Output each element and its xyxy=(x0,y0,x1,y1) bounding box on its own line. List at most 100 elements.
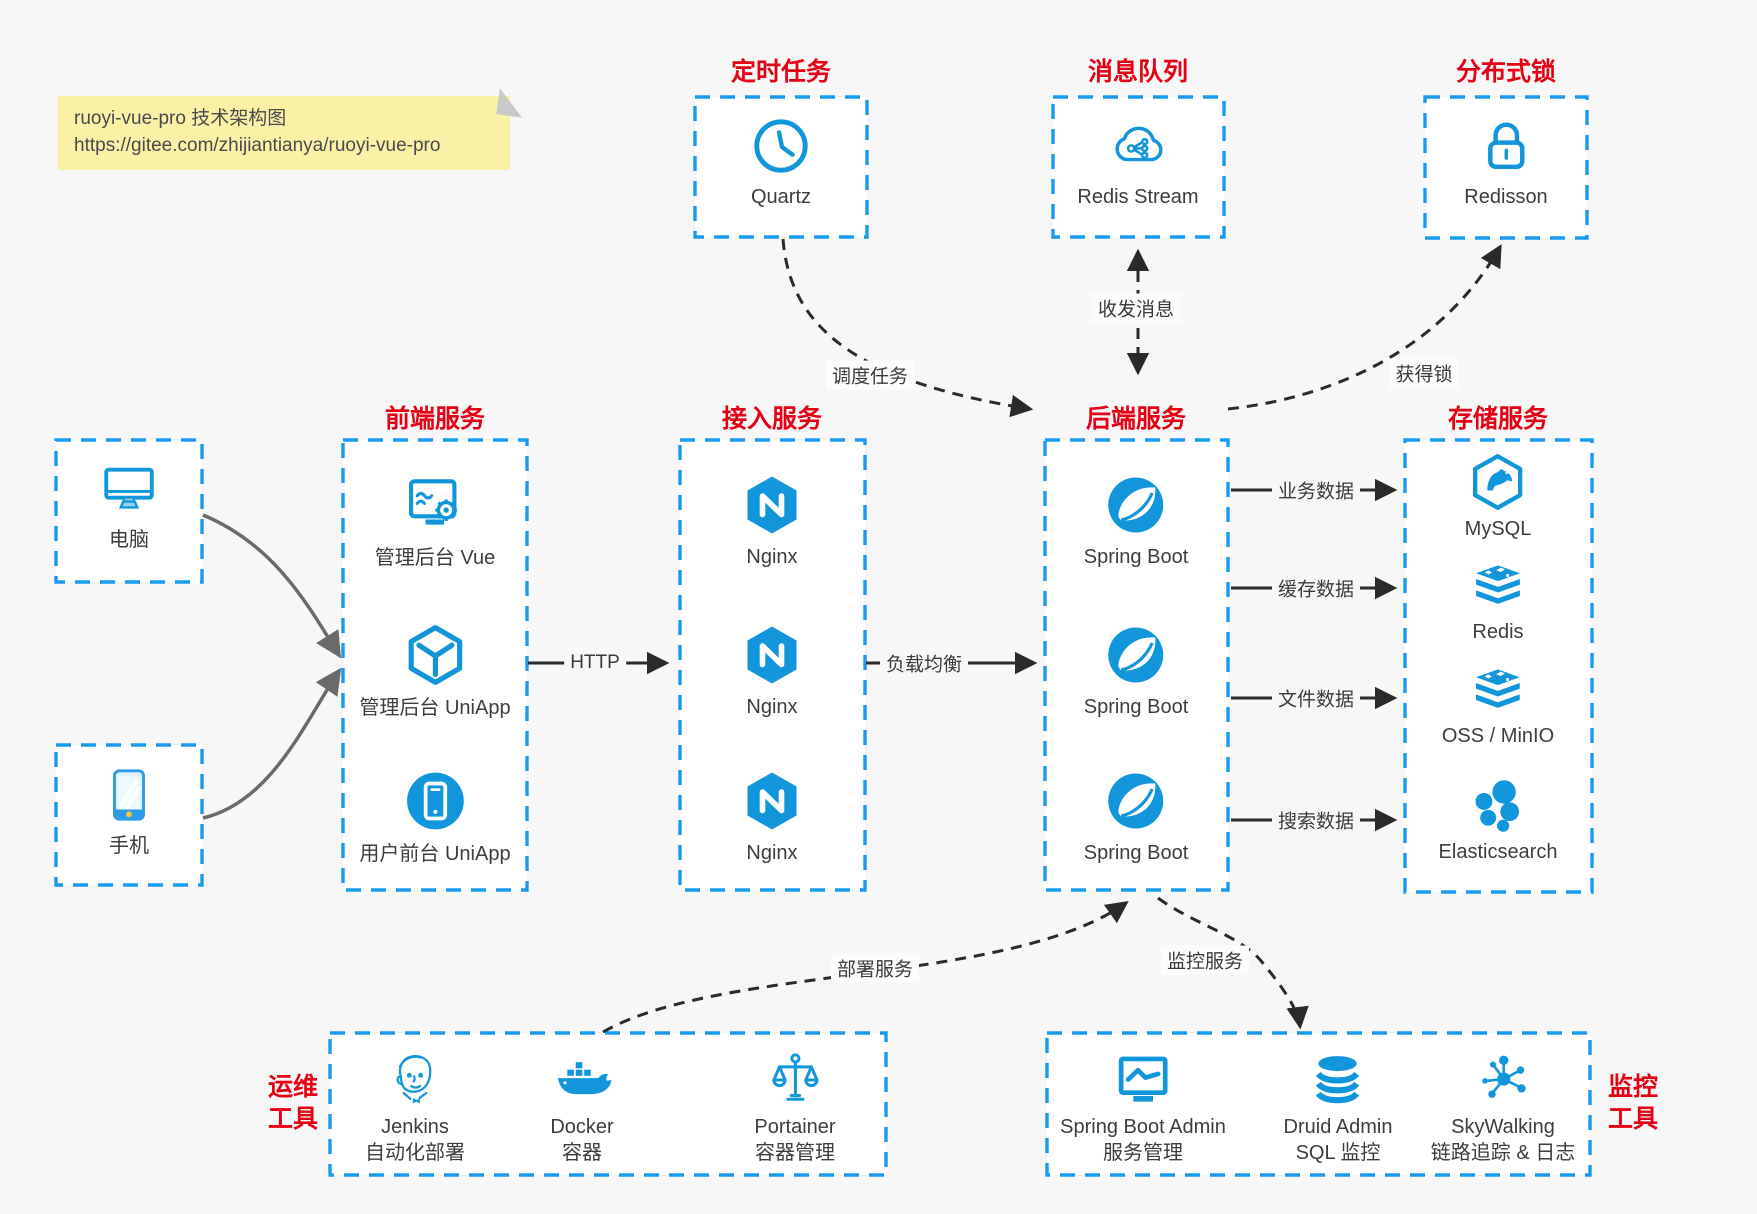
node-quartz: Quartz xyxy=(750,115,812,210)
mobile-to-frontend-arrow xyxy=(202,667,342,820)
title-backend: 后端服务 xyxy=(1085,405,1187,433)
pc-box xyxy=(54,438,204,584)
node-pc: 电脑 xyxy=(98,458,160,553)
elasticsearch-icon xyxy=(1468,777,1528,837)
node-springboot-admin: Spring Boot Admin 服务管理 xyxy=(1060,1050,1226,1166)
storage-stack-icon xyxy=(1470,665,1526,721)
node-springboot-3: Spring Boot xyxy=(1083,769,1189,866)
pc-to-frontend-arrow xyxy=(202,513,342,659)
node-redis: Redis xyxy=(1470,561,1526,645)
storage-box xyxy=(1403,438,1594,894)
node-label: Spring Boot xyxy=(1083,842,1189,864)
acquire-lock-arrow xyxy=(1227,244,1502,411)
node-label: Redisson xyxy=(1464,186,1548,208)
title-access: 接入服务 xyxy=(721,405,823,433)
edge-label-business-data: 业务数据 xyxy=(1271,475,1361,505)
uniapp-cube-icon xyxy=(402,622,468,688)
node-admin-vue: 管理后台 Vue xyxy=(375,472,495,571)
node-label: Redis xyxy=(1472,621,1524,643)
node-label: Spring Boot xyxy=(1083,546,1189,568)
node-sublabel: 服务管理 xyxy=(1103,1142,1183,1164)
nginx-icon xyxy=(740,769,804,833)
node-elasticsearch: Elasticsearch xyxy=(1438,777,1558,865)
node-label: Docker xyxy=(550,1116,614,1138)
edge-label-deploy-service: 部署服务 xyxy=(830,953,920,983)
node-label: 手机 xyxy=(109,835,149,857)
spring-icon xyxy=(1104,473,1168,537)
node-redisson: Redisson xyxy=(1464,115,1548,210)
node-label: Redis Stream xyxy=(1077,186,1199,208)
note-title: ruoyi-vue-pro 技术架构图 xyxy=(74,108,287,129)
monitor-side-label: 监控 工具 xyxy=(1607,1073,1659,1133)
node-label: 电脑 xyxy=(109,529,149,551)
node-sublabel: 容器 xyxy=(561,1142,602,1164)
note-url: https://gitee.com/zhijiantianya/ruoyi-vu… xyxy=(74,135,441,156)
node-druid-admin: Druid Admin SQL 监控 xyxy=(1283,1050,1393,1166)
node-mysql: MySQL xyxy=(1465,452,1531,542)
cloud-stream-icon xyxy=(1107,115,1169,177)
edge-label-search-data: 搜索数据 xyxy=(1271,805,1361,835)
node-label: OSS / MinIO xyxy=(1441,725,1555,747)
docker-icon xyxy=(552,1050,612,1110)
mysql-icon xyxy=(1468,452,1528,512)
edge-label-monitor-service: 监控服务 xyxy=(1160,945,1250,975)
node-sublabel: 自动化部署 xyxy=(365,1142,465,1164)
spring-icon xyxy=(1104,623,1168,687)
scales-icon xyxy=(765,1050,825,1110)
node-label: 管理后台 Vue xyxy=(374,547,496,569)
node-oss-minio: OSS / MinIO xyxy=(1442,665,1554,749)
node-user-uniapp: 用户前台 UniApp xyxy=(359,768,511,867)
node-label: Nginx xyxy=(746,696,798,718)
edge-label-schedule-task: 调度任务 xyxy=(825,360,915,390)
node-label: 管理后台 UniApp xyxy=(359,697,511,719)
ops-side-label: 运维 工具 xyxy=(267,1073,319,1133)
node-mobile: 手机 xyxy=(98,764,160,859)
topology-icon xyxy=(1473,1050,1533,1110)
edge-label-http: HTTP xyxy=(564,651,626,675)
nginx-icon xyxy=(740,473,804,537)
node-portainer: Portainer 容器管理 xyxy=(754,1050,836,1166)
node-label: Druid Admin xyxy=(1283,1116,1393,1138)
node-skywalking: SkyWalking 链路追踪 & 日志 xyxy=(1431,1050,1575,1166)
node-springboot-2: Spring Boot xyxy=(1083,623,1189,720)
user-app-icon xyxy=(402,768,468,834)
node-docker: Docker 容器 xyxy=(550,1050,614,1166)
title-scheduler: 定时任务 xyxy=(730,58,832,86)
spring-icon xyxy=(1104,769,1168,833)
monitor-service-arrow xyxy=(1157,896,1309,1030)
monitor-chart-icon xyxy=(1113,1050,1173,1110)
title-frontend: 前端服务 xyxy=(384,405,486,433)
node-sublabel: 容器管理 xyxy=(755,1142,835,1164)
node-admin-uniapp: 管理后台 UniApp xyxy=(359,622,511,721)
edge-label-load-balance: 负载均衡 xyxy=(879,648,969,678)
node-nginx-3: Nginx xyxy=(740,769,804,866)
title-mq: 消息队列 xyxy=(1087,58,1189,86)
node-sublabel: 链路追踪 & 日志 xyxy=(1430,1142,1576,1164)
edge-label-file-data: 文件数据 xyxy=(1271,683,1361,713)
clock-icon xyxy=(750,115,812,177)
mq-box xyxy=(1051,95,1226,239)
jenkins-icon xyxy=(385,1050,445,1110)
node-nginx-1: Nginx xyxy=(740,473,804,570)
node-label: Spring Boot Admin xyxy=(1060,1116,1226,1138)
title-lock: 分布式锁 xyxy=(1455,58,1557,86)
node-label: 用户前台 UniApp xyxy=(359,843,511,865)
node-label: SkyWalking xyxy=(1451,1116,1555,1138)
node-label: Nginx xyxy=(746,842,798,864)
note-fold-corner xyxy=(496,88,526,118)
edge-label-send-receive-msg: 收发消息 xyxy=(1091,293,1181,323)
database-icon xyxy=(1308,1050,1368,1110)
node-springboot-1: Spring Boot xyxy=(1083,473,1189,570)
node-jenkins: Jenkins 自动化部署 xyxy=(365,1050,465,1166)
title-storage: 存储服务 xyxy=(1447,405,1549,433)
lock-icon xyxy=(1475,115,1537,177)
desktop-icon xyxy=(98,458,160,520)
nginx-icon xyxy=(740,623,804,687)
admin-vue-icon xyxy=(402,472,468,538)
edge-label-cache-data: 缓存数据 xyxy=(1271,573,1361,603)
node-label: Portainer xyxy=(754,1116,836,1138)
node-label: Elasticsearch xyxy=(1438,841,1558,863)
redis-stack-icon xyxy=(1470,561,1526,617)
node-redis-stream: Redis Stream xyxy=(1077,115,1199,210)
node-label: Spring Boot xyxy=(1083,696,1189,718)
